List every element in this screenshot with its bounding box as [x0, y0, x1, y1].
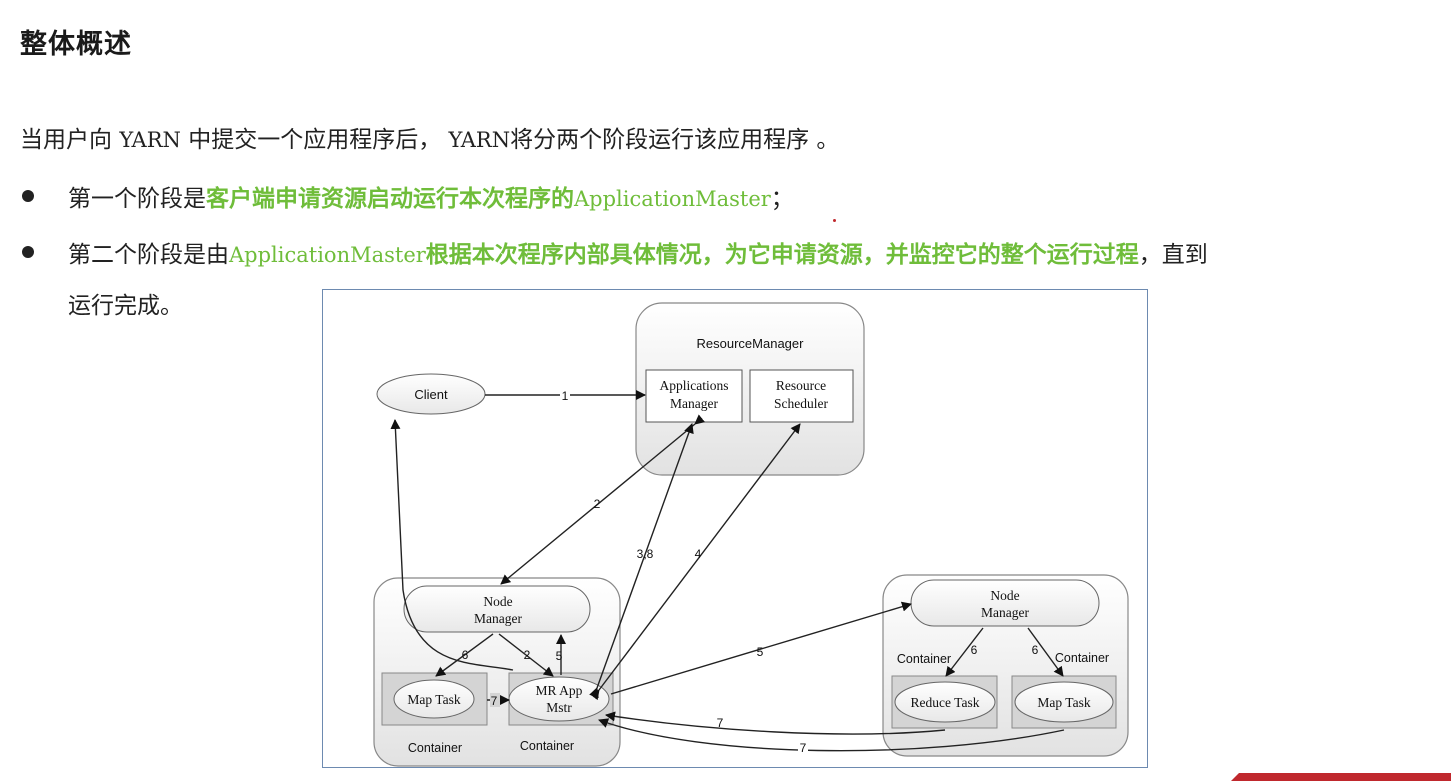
yarn-term: YARN — [448, 128, 511, 152]
container-label: Container — [897, 652, 951, 666]
application-master-term: ApplicationMaster — [574, 187, 771, 211]
bullet-phase-two-line2: 运行完成。 — [68, 293, 183, 319]
step-3-8-label: 3,8 — [637, 547, 654, 561]
flow-arrows — [390, 390, 1065, 752]
map-task-label: Map Task — [407, 692, 460, 707]
mr-app-master-label: MR App — [536, 683, 583, 698]
applications-manager-label: Manager — [670, 396, 718, 411]
resource-manager-box: ResourceManager Applications Manager Res… — [635, 302, 865, 476]
intro-text: 将分两个阶段运行该应用程序 。 — [510, 127, 840, 153]
container-label: Container — [1055, 651, 1109, 665]
red-mark — [833, 219, 836, 222]
left-node-group: Node Manager Map Task MR App Mstr Contai… — [373, 577, 621, 767]
step-4-label: 4 — [695, 547, 702, 561]
container-label: Container — [408, 741, 462, 755]
yarn-term: YARN — [119, 128, 181, 152]
mr-app-master-label: Mstr — [546, 700, 572, 715]
resource-manager-label: ResourceManager — [697, 336, 805, 351]
step-5-label: 5 — [556, 649, 563, 663]
bullet-phase-one: 第一个阶段是客户端申请资源启动运行本次程序的ApplicationMaster； — [68, 179, 794, 213]
bullet-text: ； — [770, 186, 794, 212]
step-6-label: 6 — [1032, 643, 1039, 657]
bullet-text: 第一个阶段是 — [68, 186, 206, 212]
node-manager-label: Manager — [474, 611, 522, 626]
applications-manager-label: Applications — [660, 378, 729, 393]
reduce-task-label: Reduce Task — [911, 695, 980, 710]
corner-accent — [1231, 773, 1451, 781]
bullet-dot — [22, 190, 34, 202]
intro-text: 当用户向 — [20, 127, 120, 153]
client-node: Client — [376, 373, 486, 415]
bullet-text: 第二个阶段是由 — [68, 242, 229, 268]
bullet-phase-two: 第二个阶段是由ApplicationMaster根据本次程序内部具体情况，为它申… — [68, 235, 1448, 269]
bullet-dot — [22, 246, 34, 258]
step-1-label: 1 — [562, 389, 569, 403]
step-7-label: 7 — [717, 716, 724, 730]
step-6-label: 6 — [971, 643, 978, 657]
step-7-label: 7 — [491, 694, 498, 708]
step-6-label: 6 — [462, 648, 469, 662]
step-2-label: 2 — [524, 648, 531, 662]
bullet-text: ，直到 — [1138, 242, 1208, 268]
step-2-label: 2 — [594, 497, 601, 511]
node-manager-label: Manager — [981, 605, 1029, 620]
map-task-label: Map Task — [1037, 695, 1090, 710]
step-labels: 1 2 3,8 4 6 2 5 7 5 6 6 7 7 — [462, 388, 1039, 755]
page-title: 整体概述 — [20, 29, 132, 60]
step-7-label: 7 — [800, 741, 807, 755]
client-label: Client — [414, 387, 448, 402]
resource-scheduler-label: Resource — [776, 378, 826, 393]
highlight-text: 根据本次程序内部具体情况，为它申请资源，并监控它的整个运行过程 — [425, 242, 1139, 268]
node-manager-label: Node — [990, 588, 1019, 603]
application-master-term: ApplicationMaster — [229, 243, 426, 267]
node-manager-label: Node — [483, 594, 512, 609]
yarn-architecture-diagram: ResourceManager Applications Manager Res… — [322, 289, 1148, 768]
step-5-label: 5 — [757, 645, 764, 659]
right-node-group: Node Manager Reduce Task Map Task Contai… — [882, 574, 1129, 757]
intro-paragraph: 当用户向 YARN 中提交一个应用程序后， YARN将分两个阶段运行该应用程序 … — [20, 120, 839, 154]
highlight-text: 客户端申请资源启动运行本次程序的 — [206, 186, 574, 212]
container-label: Container — [520, 739, 574, 753]
resource-scheduler-label: Scheduler — [774, 396, 828, 411]
intro-text: 中提交一个应用程序后， — [180, 127, 449, 153]
